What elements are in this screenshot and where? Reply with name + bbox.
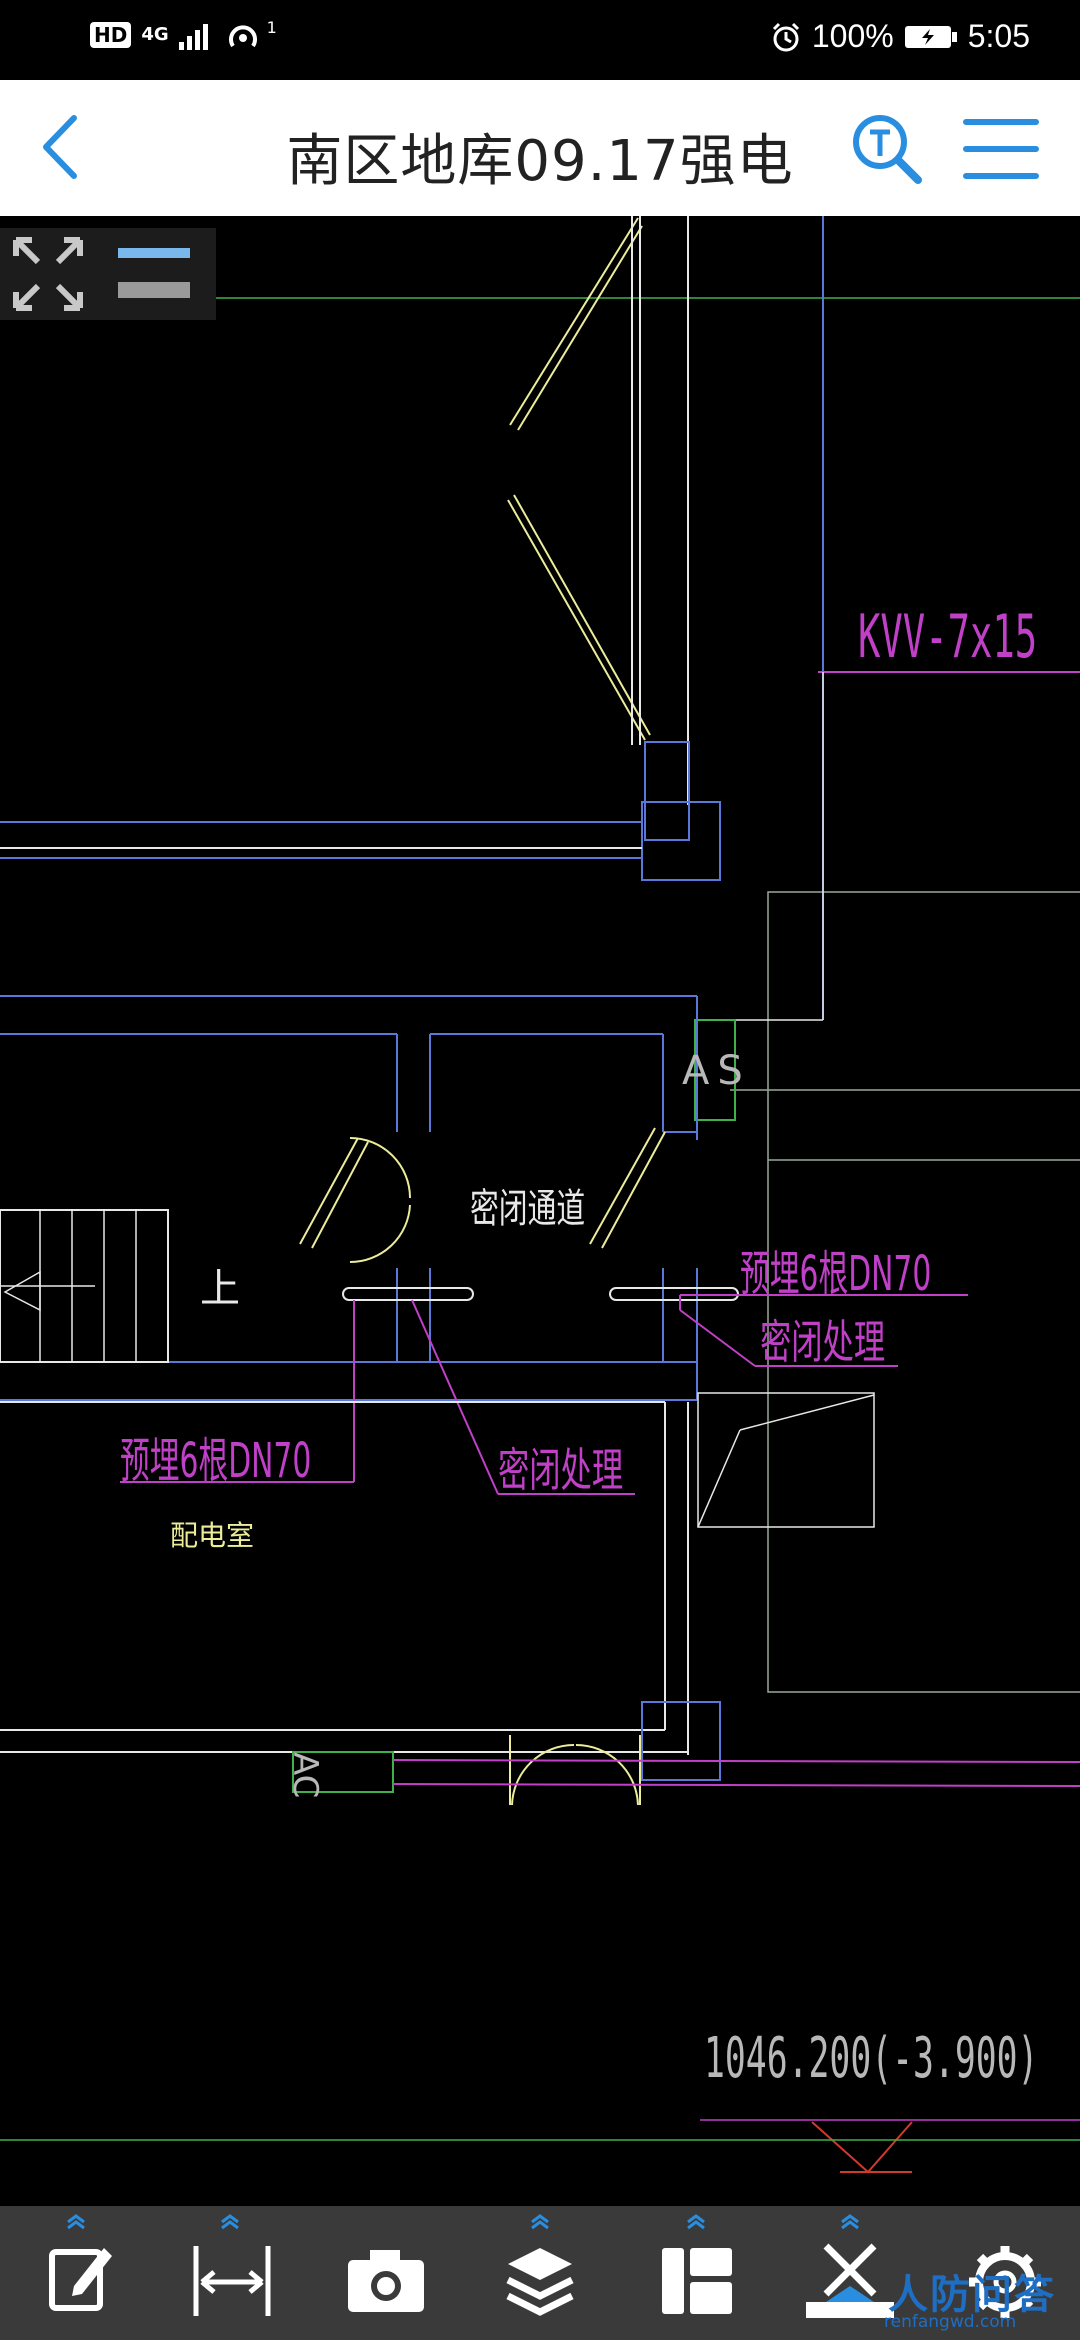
layers-icon bbox=[506, 2214, 574, 2316]
drawing-rect bbox=[641, 1701, 721, 1781]
tool-layers[interactable] bbox=[486, 2206, 596, 2340]
seal-left-label: 密闭处理 bbox=[498, 1443, 624, 1497]
watermark-url: renfangwd.com bbox=[884, 2312, 1017, 2332]
drawing-rect bbox=[292, 1751, 394, 1793]
pre-embed-left-label: 预埋6根DN70 bbox=[120, 1433, 312, 1489]
menu-button[interactable] bbox=[960, 114, 1040, 184]
battery-percent: 100% bbox=[811, 18, 894, 54]
alarm-icon bbox=[772, 22, 799, 51]
drawing-line bbox=[3, 1270, 41, 1312]
passage-label: 密闭通道 bbox=[470, 1186, 586, 1232]
drawing-line bbox=[507, 499, 646, 741]
ac-label: AC bbox=[285, 1752, 325, 1799]
camera-icon bbox=[348, 2250, 424, 2312]
status-bar: HD 4G 1 100% 5:05 bbox=[0, 0, 1080, 80]
as-label: AS bbox=[682, 1048, 751, 1094]
tools-icon bbox=[806, 2214, 894, 2318]
view-controls bbox=[0, 228, 216, 320]
status-left: HD 4G 1 bbox=[90, 18, 277, 52]
text-search-button[interactable] bbox=[848, 110, 928, 190]
watermark-title: 人防问答 bbox=[888, 2272, 1056, 2318]
drawing-line bbox=[679, 1309, 756, 1367]
battery-charging-icon bbox=[904, 25, 957, 48]
tool-settings[interactable] bbox=[950, 2206, 1060, 2340]
text-search-icon bbox=[853, 115, 922, 184]
line-weight-icon bbox=[118, 248, 190, 298]
menu-icon bbox=[963, 119, 1039, 179]
drawing-line bbox=[575, 1744, 639, 1806]
cable-label: KVV-7x15 bbox=[858, 602, 1038, 672]
tool-layout[interactable] bbox=[642, 2206, 752, 2340]
drawing-line bbox=[392, 1783, 1080, 1787]
back-button[interactable] bbox=[30, 112, 100, 182]
drawing-canvas[interactable]: KVV-7x15 AS 密闭通道 上 预埋6根DN70 密闭处理 预埋6根DN7… bbox=[0, 216, 1080, 2206]
up-label: 上 bbox=[200, 1266, 240, 1312]
drawing-rect bbox=[767, 891, 1080, 1693]
drawing-line bbox=[517, 225, 643, 431]
measure-icon bbox=[193, 2214, 271, 2316]
drawing-line bbox=[739, 1394, 875, 1431]
drawing-rect bbox=[694, 1019, 736, 1121]
hotspot-icon bbox=[228, 25, 257, 48]
bottom-toolbar bbox=[0, 2206, 1080, 2340]
drawing-line bbox=[349, 1137, 411, 1199]
tool-camera[interactable] bbox=[330, 2206, 440, 2340]
tool-tools[interactable] bbox=[796, 2206, 906, 2340]
power-room-label: 配电室 bbox=[170, 1519, 255, 1552]
fullscreen-button[interactable] bbox=[10, 234, 86, 314]
network-type: 4G bbox=[141, 24, 169, 45]
drawing-line bbox=[589, 1127, 656, 1245]
drawing-line bbox=[513, 494, 651, 736]
status-right: 100% 5:05 bbox=[770, 18, 1030, 55]
drawing-line bbox=[299, 1137, 359, 1245]
gear-icon bbox=[969, 2246, 1041, 2318]
drawing-line bbox=[311, 1141, 369, 1249]
drawing-line bbox=[392, 1759, 1080, 1763]
edit-icon bbox=[49, 2214, 112, 2311]
drawing-rect bbox=[697, 1392, 875, 1528]
tool-annotate[interactable] bbox=[30, 2206, 140, 2340]
tool-measure[interactable] bbox=[182, 2206, 292, 2340]
clock: 5:05 bbox=[967, 18, 1030, 54]
drawing-line bbox=[511, 1744, 575, 1806]
layout-icon bbox=[662, 2214, 732, 2314]
drawing-line bbox=[601, 1131, 666, 1249]
drawing-line bbox=[811, 2121, 913, 2174]
watermark: 人防问答 renfangwd.com bbox=[880, 2262, 1080, 2340]
drawing-rect bbox=[0, 1209, 169, 1363]
signal-icon bbox=[178, 24, 208, 50]
drawing-line bbox=[411, 1299, 499, 1495]
page-title: 南区地库09.17强电 bbox=[286, 129, 794, 194]
drawing-line bbox=[697, 1429, 741, 1528]
drawing-rect bbox=[342, 1287, 474, 1301]
elevation-label: 1046.200(-3.900) bbox=[704, 2026, 1039, 2091]
seal-right-label: 密闭处理 bbox=[760, 1315, 886, 1369]
chevron-left-icon bbox=[43, 115, 77, 179]
drawing-line bbox=[509, 217, 639, 426]
title-bar: 南区地库09.17强电 bbox=[0, 80, 1080, 216]
pre-embed-right-label: 预埋6根DN70 bbox=[740, 1246, 932, 1302]
hotspot-count: 1 bbox=[266, 17, 277, 37]
drawing-rect bbox=[641, 801, 721, 881]
expand-icon bbox=[13, 237, 83, 311]
drawing-line bbox=[349, 1204, 411, 1264]
hd-badge: HD bbox=[90, 22, 132, 48]
drawing-rect bbox=[644, 741, 690, 841]
cad-drawing bbox=[0, 216, 1080, 2174]
line-weight-toggle[interactable] bbox=[116, 240, 194, 308]
